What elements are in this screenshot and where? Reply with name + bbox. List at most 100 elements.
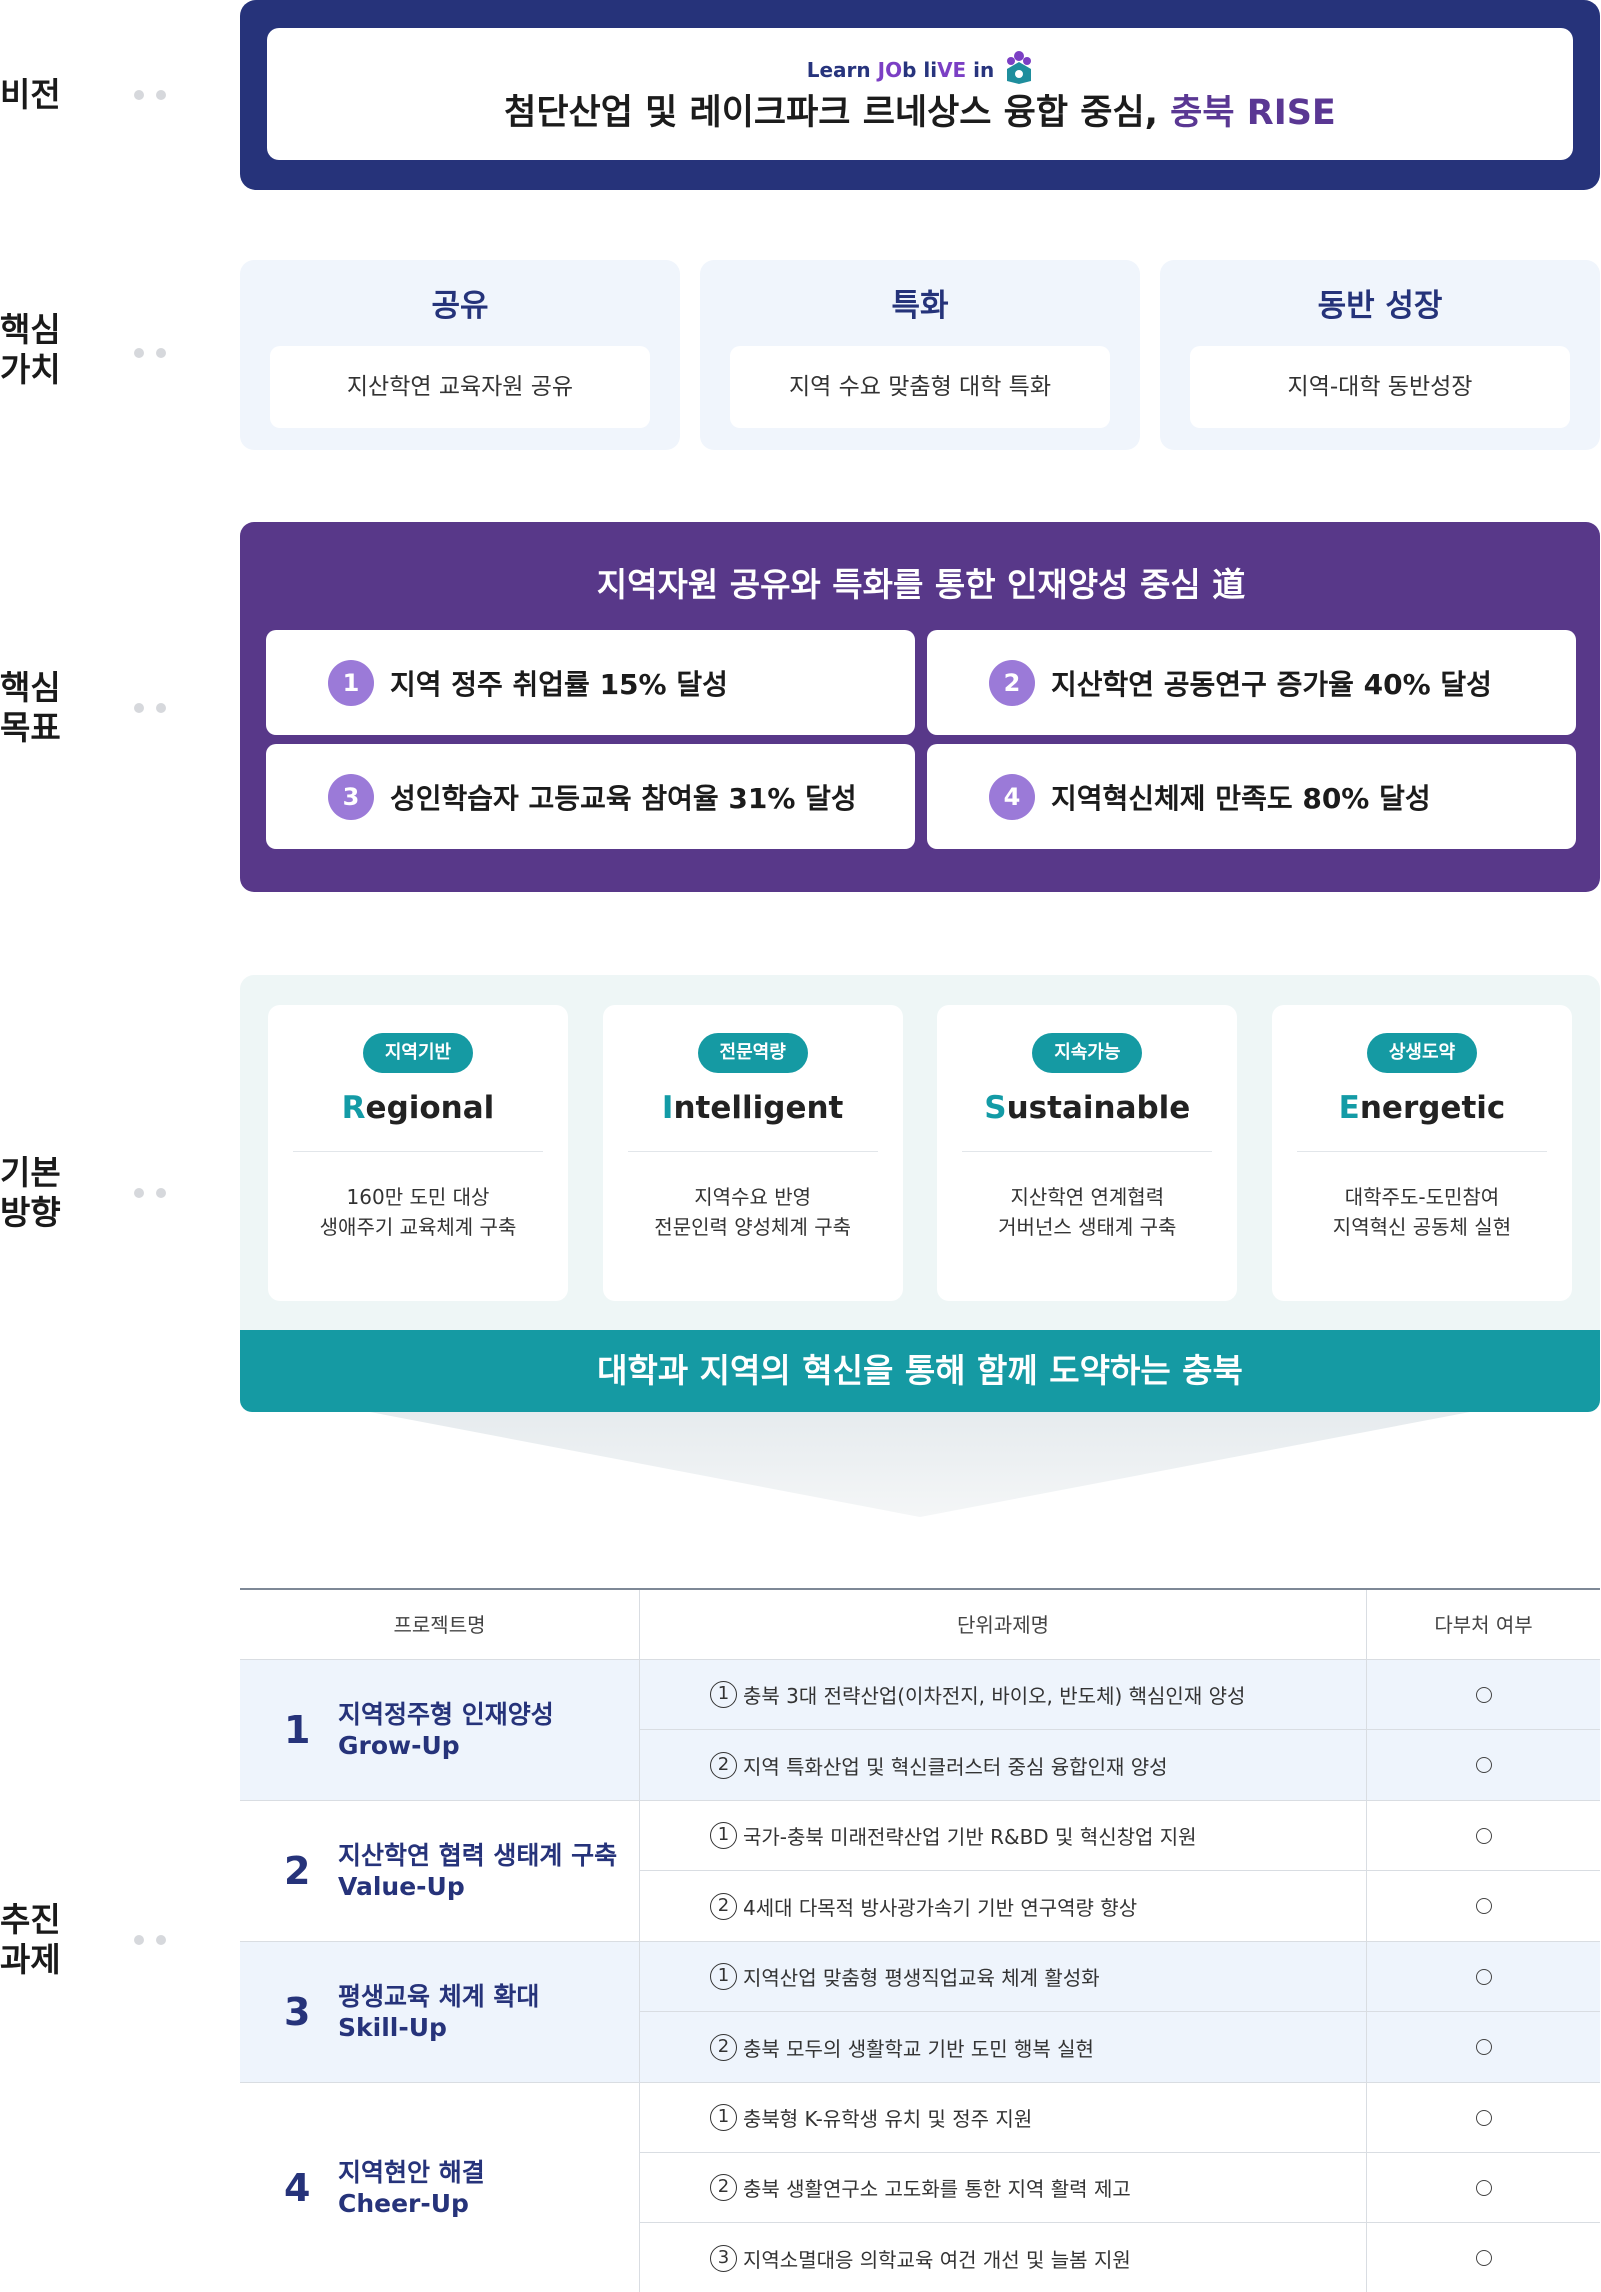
- circle-mark-icon: [1475, 1968, 1492, 1985]
- goal-number-badge: 1: [328, 659, 374, 706]
- multi-cell: [1367, 1801, 1600, 1870]
- direction-tag: 지역기반: [362, 1033, 474, 1073]
- task-subtitle: Skill-Up: [338, 2013, 447, 2042]
- direction-initial: I: [661, 1090, 674, 1126]
- value-title: 공유: [431, 288, 489, 324]
- circle-mark-icon: [1475, 1827, 1492, 1844]
- direction-card-intelligent: 전문역량 Intelligent 지역수요 반영 전문인력 양성체계 구축: [602, 1005, 903, 1301]
- unit-number: 3: [710, 2244, 737, 2272]
- direction-divider: [1296, 1151, 1547, 1152]
- goal-number-badge: 2: [989, 659, 1035, 706]
- side-label-direction: 기본 방향: [0, 1153, 61, 1232]
- side-dots-direction: [134, 1188, 174, 1198]
- direction-card-sustainable: 지속가능 Sustainable 지산학연 연계협력 거버넌스 생태계 구축: [937, 1005, 1238, 1301]
- header-multi: 다부처 여부: [1434, 1613, 1533, 1637]
- vision-brand: Learn JOb liVE in: [267, 48, 1573, 90]
- side-dots-goals: [134, 703, 174, 713]
- side-label-values: 핵심 가치: [0, 310, 61, 389]
- value-desc: 지산학연 교육자원 공유: [270, 346, 650, 428]
- unit-number: 2: [710, 1892, 737, 1920]
- task-project-cell: 3 평생교육 체계 확대 Skill-Up: [240, 1942, 640, 2082]
- task-name: 평생교육 체계 확대: [338, 1982, 540, 2011]
- task-table-header: 프로젝트명 단위과제명 다부처 여부: [240, 1588, 1600, 1660]
- goal-item: 4 지역혁신체제 만족도 80% 달성: [927, 744, 1576, 849]
- value-title: 특화: [891, 288, 949, 324]
- goal-text: 지역혁신체제 만족도 80% 달성: [1051, 781, 1431, 815]
- direction-rest: ntelligent: [673, 1090, 844, 1126]
- direction-name: Sustainable: [937, 1085, 1237, 1131]
- unit-number: 2: [710, 2033, 737, 2061]
- task-project-cell: 4 지역현안 해결 Cheer-Up: [240, 2083, 640, 2292]
- goal-text: 성인학습자 고등교육 참여율 31% 달성: [390, 781, 857, 815]
- goal-number-badge: 3: [328, 773, 374, 820]
- brand-text-3: b li: [902, 58, 938, 82]
- brand-text-1: Learn: [806, 58, 878, 82]
- vision-title-highlight: 충북 RISE: [1170, 93, 1336, 133]
- goal-text: 지산학연 공동연구 증가율 40% 달성: [1051, 667, 1492, 701]
- direction-card-energetic: 상생도약 Energetic 대학주도-도민참여 지역혁신 공동체 실현: [1271, 1005, 1572, 1301]
- direction-name: Energetic: [1272, 1085, 1572, 1131]
- direction-name: Intelligent: [603, 1085, 903, 1131]
- task-number: 1: [284, 1708, 311, 1752]
- task-names: 평생교육 체계 확대 Skill-Up: [338, 1981, 539, 2043]
- value-desc: 지역 수요 맞춤형 대학 특화: [730, 346, 1110, 428]
- value-card-growth: 동반 성장 지역-대학 동반성장: [1160, 260, 1600, 450]
- unit-number: 1: [710, 1963, 737, 1990]
- arrow-down-icon: [370, 1412, 1470, 1517]
- side-label-tasks: 추진 과제: [0, 1900, 61, 1979]
- unit-text: 4세대 다목적 방사광가속기 기반 연구역량 향상: [743, 1895, 1138, 1920]
- task-name: 지역정주형 인재양성: [338, 1700, 554, 1729]
- unit-text: 충북형 K-유학생 유치 및 정주 지원: [743, 2107, 1033, 2131]
- unit-text: 충북 생활연구소 고도화를 통한 지역 활력 제고: [743, 2177, 1131, 2201]
- value-card-share: 공유 지산학연 교육자원 공유: [240, 260, 680, 450]
- direction-banner: 대학과 지역의 혁신을 통해 함께 도약하는 충북: [240, 1330, 1600, 1412]
- circle-mark-icon: [1475, 1757, 1492, 1773]
- direction-tag: 지속가능: [1032, 1033, 1143, 1073]
- task-project-cell: 2 지산학연 협력 생태계 구축 Value-Up: [240, 1801, 640, 1941]
- circle-mark-icon: [1475, 2179, 1492, 2196]
- task-table: 프로젝트명 단위과제명 다부처 여부 1 지역정주형 인재양성 Grow-Up …: [240, 1588, 1600, 2292]
- direction-rest: ustainable: [1006, 1090, 1191, 1126]
- multi-cell: [1367, 1871, 1600, 1941]
- side-dots-values: [134, 348, 174, 358]
- core-values-row: 공유 지산학연 교육자원 공유 특화 지역 수요 맞춤형 대학 특화 동반 성장…: [240, 260, 1600, 450]
- unit-number: 1: [710, 1822, 737, 1849]
- task-subtitle: Grow-Up: [338, 1731, 460, 1760]
- direction-tag: 상생도약: [1366, 1033, 1478, 1073]
- brand-text-2: JO: [877, 58, 903, 82]
- core-goals-panel: 지역자원 공유와 특화를 통한 인재양성 중심 道 1 지역 정주 취업률 15…: [240, 522, 1600, 892]
- direction-desc: 대학주도-도민참여 지역혁신 공동체 실현: [1332, 1185, 1512, 1239]
- unit-text: 지역산업 맞춤형 평생직업교육 체계 활성화: [743, 1966, 1100, 1990]
- task-name: 지산학연 협력 생태계 구축: [338, 1841, 618, 1870]
- direction-divider: [962, 1151, 1213, 1152]
- task-name: 지역현안 해결: [338, 2158, 485, 2187]
- multi-cell: [1367, 2223, 1600, 2292]
- unit-text: 국가-충북 미래전략산업 기반 R&BD 및 혁신창업 지원: [743, 1825, 1197, 1849]
- vision-title: 첨단산업 및 레이크파크 르네상스 융합 중심, 충북 RISE: [267, 90, 1573, 136]
- goal-item: 3 성인학습자 고등교육 참여율 31% 달성: [266, 744, 915, 849]
- brand-logo-icon: [1005, 48, 1033, 95]
- direction-desc: 지역수요 반영 전문인력 양성체계 구축: [654, 1185, 852, 1239]
- task-project-cell: 1 지역정주형 인재양성 Grow-Up: [240, 1660, 640, 1800]
- direction-tag: 전문역량: [697, 1033, 808, 1073]
- multi-cell: [1367, 2012, 1600, 2082]
- brand-text-4: VE: [937, 58, 967, 82]
- direction-desc: 160만 도민 대상 생애주기 교육체계 구축: [319, 1185, 517, 1239]
- goals-title: 지역자원 공유와 특화를 통한 인재양성 중심 道: [596, 565, 1246, 604]
- value-desc: 지역-대학 동반성장: [1190, 346, 1570, 428]
- multi-cell: [1367, 1660, 1600, 1729]
- vision-inner-box: Learn JOb liVE in 첨단산업 및 레이크파크 르네상스 융합 중…: [267, 28, 1573, 160]
